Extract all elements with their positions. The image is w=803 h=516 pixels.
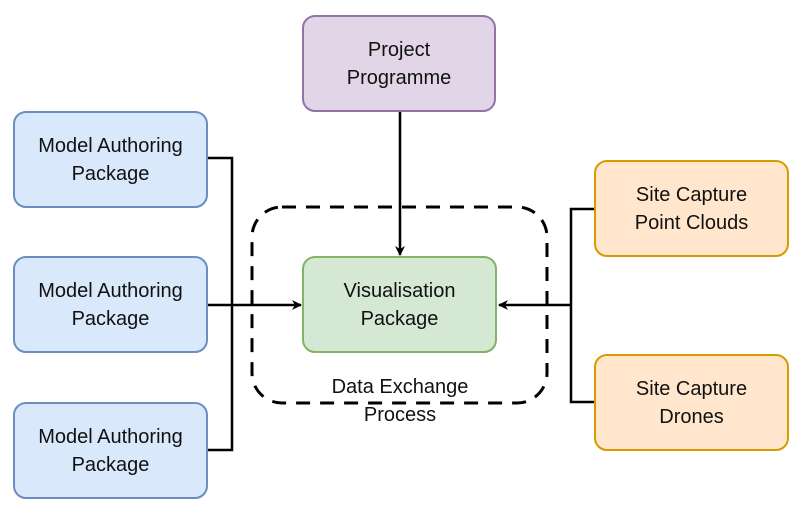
node-label-line1: Project [367, 38, 431, 61]
node-label-line1: Model Authoring [38, 425, 183, 448]
edge-drones-to-bus [569, 305, 594, 404]
node-model-authoring-2: Model Authoring Package [13, 256, 208, 353]
node-label-line2: Package [71, 453, 150, 476]
node-label-line2: Point Clouds [634, 211, 749, 234]
node-visualisation-package: Visualisation Package [302, 256, 497, 353]
node-label-line2: Package [360, 307, 439, 330]
node-site-capture-drones: Site Capture Drones [594, 354, 789, 451]
data-exchange-process-label: Data Exchange Process [300, 373, 500, 429]
node-model-authoring-3: Model Authoring Package [13, 402, 208, 499]
node-label-line2: Programme [346, 66, 452, 89]
edge-pointclouds-to-bus [569, 207, 594, 305]
node-label-line1: Model Authoring [38, 279, 183, 302]
node-site-capture-point-clouds: Site Capture Point Clouds [594, 160, 789, 257]
group-label-line1: Data Exchange [331, 376, 469, 398]
edge-model1-to-bus [208, 156, 234, 305]
edge-model3-to-bus [208, 305, 234, 452]
node-label-line1: Site Capture [635, 377, 748, 400]
group-label-line2: Process [363, 404, 437, 426]
node-project-programme: Project Programme [302, 15, 496, 112]
node-label-line2: Package [71, 307, 150, 330]
node-label-line1: Model Authoring [38, 134, 183, 157]
node-label-line1: Site Capture [635, 183, 748, 206]
node-label-line2: Package [71, 162, 150, 185]
data-exchange-group-border [250, 205, 549, 405]
node-label-line1: Visualisation [343, 279, 456, 302]
node-label-line2: Drones [659, 405, 724, 428]
node-model-authoring-1: Model Authoring Package [13, 111, 208, 208]
